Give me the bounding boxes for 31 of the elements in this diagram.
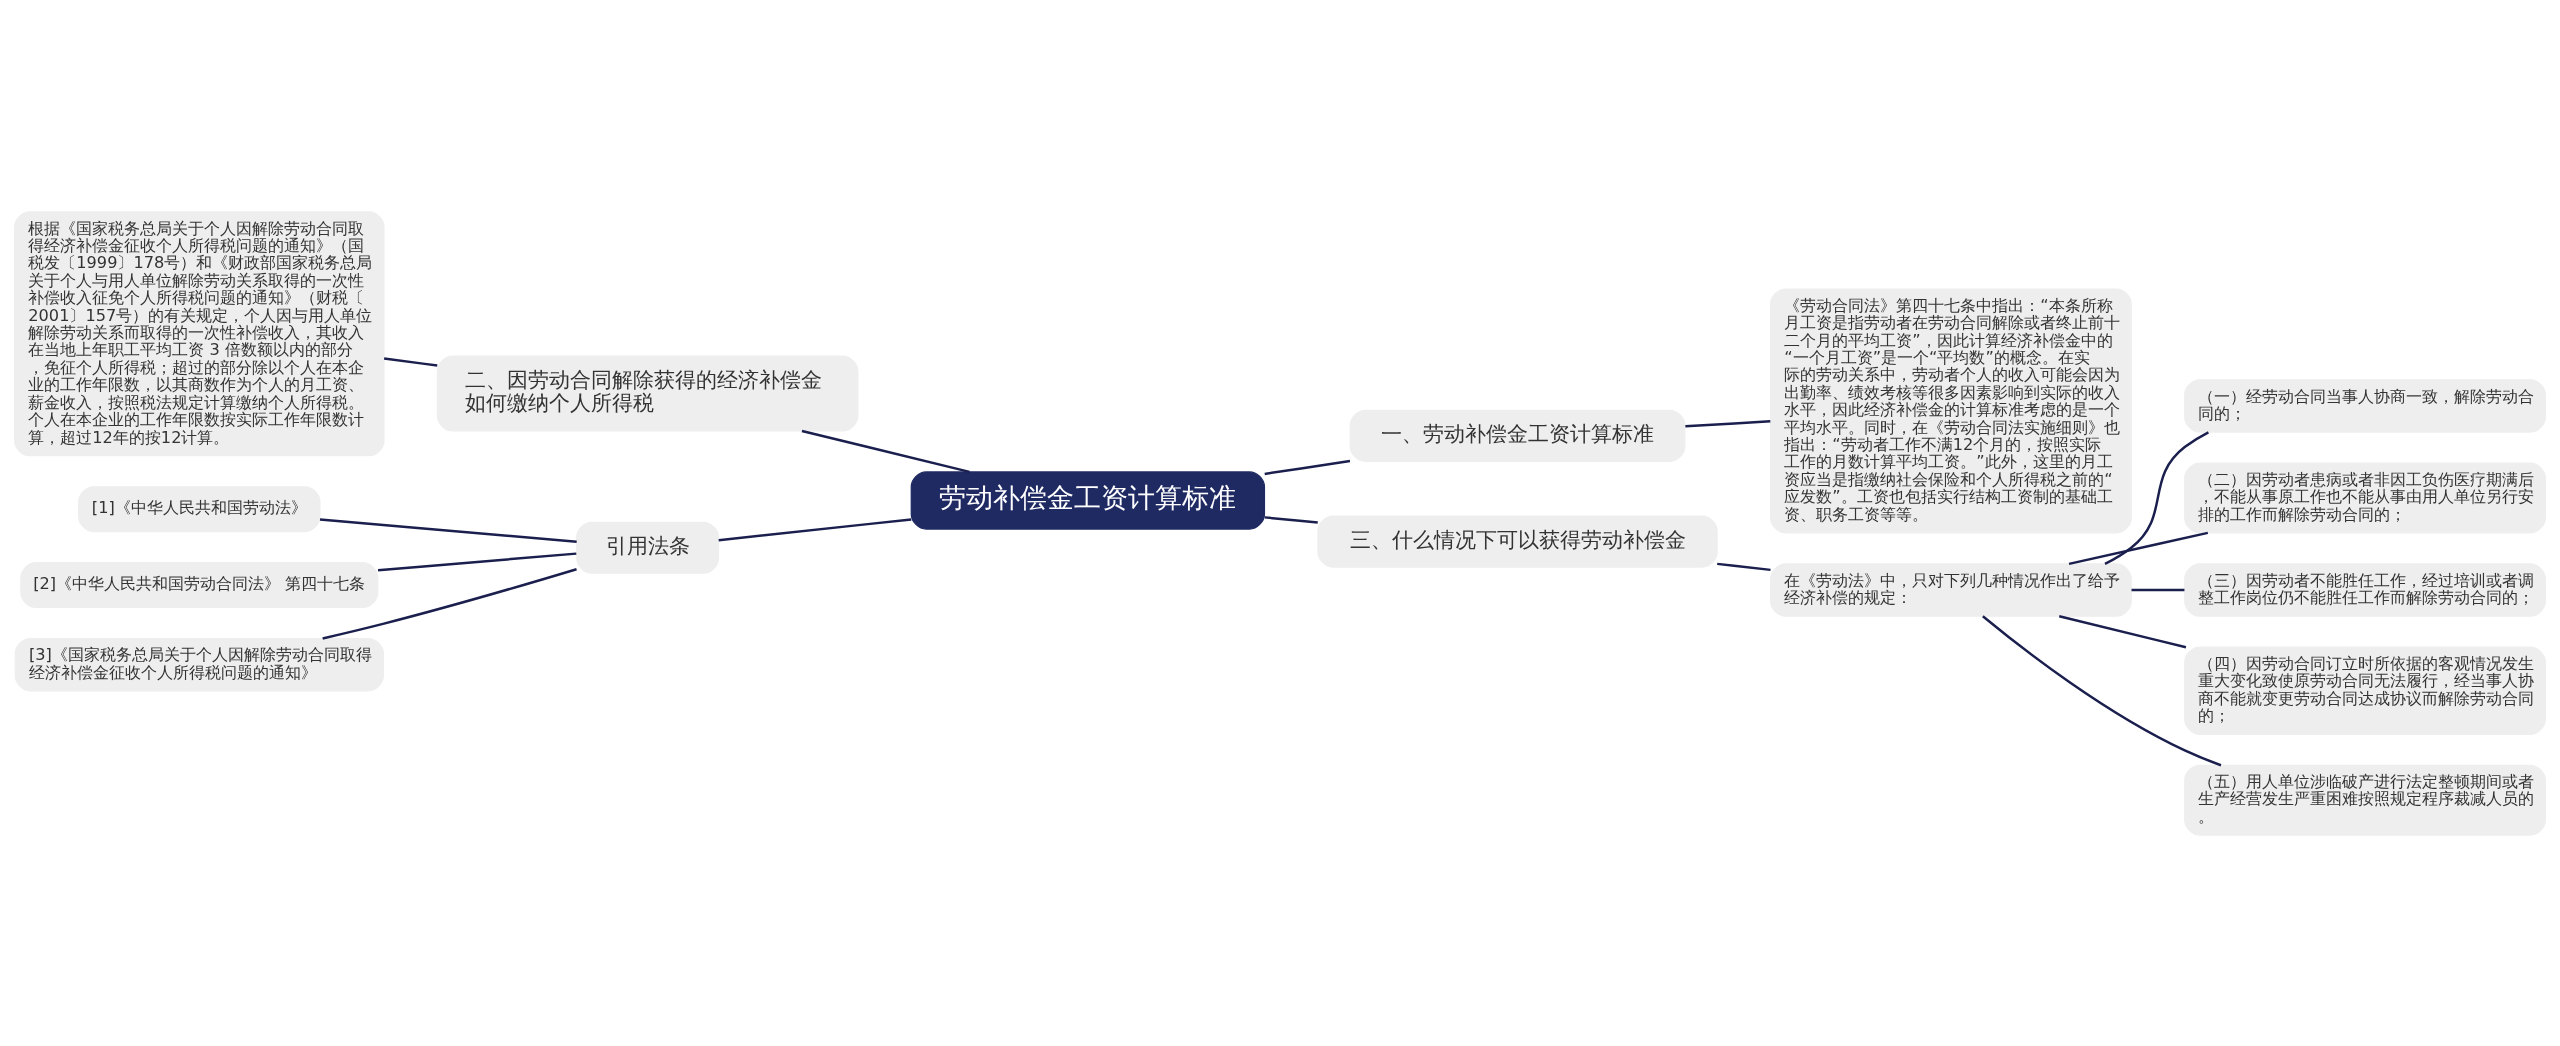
node-box: （四）因劳动合同订立时所依据的客观情况发生重大变化致使原劳动合同无法履行，经当事人协商不能就变更劳动合同达成协议而解除劳动合同的； (2184, 646, 2546, 735)
connector (1717, 562, 1771, 571)
node-box: 二、因劳动合同解除获得的经济补偿金如何缴纳个人所得税 (436, 355, 859, 431)
node-box: [3]《国家税务总局关于个人因解除劳动合同取得经济补偿金征收个人所得税问题的通知》 (14, 637, 384, 691)
connector (1264, 515, 1318, 524)
connector (801, 429, 970, 473)
node-box: [2]《中华人民共和国劳动合同法》 第四十七条 (20, 561, 379, 608)
connector (319, 517, 577, 543)
connector (377, 551, 577, 571)
connector (2068, 531, 2209, 565)
node-box: 在《劳动法》中，只对下列几种情况作出了给予经济补偿的规定： (1770, 562, 2132, 617)
node-box: 根据《国家税务总局关于个人因解除劳动合同取得经济补偿金征收个人所得税问题的通知》（国税发〔1999〕178号）和《财政部国家税务总局关于个人与用人单位解除劳动关系取得的一次性补偿收入征免个人所得税问题的通知》（财税〔2001〕157号）的有关规定，个人因与用人单位解除劳动关系而取得的一次性补偿收入，其收入在当地上年职工平均工资 3 倍数额以内的部分，免征个人所得税；超过的部分除以个人在本企业的工作年限数，以其商数作为个人的月工资、薪金收入，按照税法规定计算缴纳个人所得税。个人在本企业的工作年限数按实际工作年限数计算，超过12年的按12计算。 (14, 210, 385, 456)
connector (1685, 419, 1771, 427)
node-box: 引用法条 (576, 521, 720, 574)
connector (718, 517, 912, 541)
node-box: （二）因劳动者患病或者非因工负伤医疗期满后，不能从事原工作也不能从事由用人单位另行安排的工作而解除劳动合同的； (2184, 462, 2546, 533)
node-box: 一、劳动补偿金工资计算标准 (1349, 409, 1686, 462)
node-box: 《劳动合同法》第四十七条中指出：“本条所称月工资是指劳动者在劳动合同解除或者终止前十二个月的平均工资”，因此计算经济补偿金中的“一个月工资”是一个“平均数”的概念。在实际的劳动关系中，劳动者个人的收入可能会因为出勤率、绩效考核等很多因素影响到实际的收入水平，因此经济补偿金的计算标准考虑的是一个平均水平。同时，在《劳动合同法实施细则》也指出：“劳动者工作不满12个月的，按照实际工作的月数计算平均工资。”此外，这里的月工资应当是指缴纳社会保险和个人所得税之前的“应发数”。工资也包括实行结构工资制的基础工资、职务工资等等。 (1770, 287, 2132, 533)
connector (2131, 588, 2185, 591)
node-box: （一）经劳动合同当事人协商一致，解除劳动合同的； (2184, 378, 2546, 433)
connector (1264, 459, 1351, 475)
connector (322, 567, 577, 640)
connector (1982, 614, 2222, 766)
node-box: （三）因劳动者不能胜任工作，经过培训或者调整工作岗位仍不能胜任工作而解除劳动合同的； (2184, 562, 2546, 617)
connector (2058, 614, 2187, 648)
node-box: （五）用人单位涉临破产进行法定整顿期间或者生产经营发生严重困难按照规定程序裁减人员的。 (2184, 764, 2546, 836)
node-box: 劳动补偿金工资计算标准 (910, 470, 1266, 530)
connector (383, 356, 438, 367)
node-box: [1]《中华人民共和国劳动法》 (78, 485, 321, 532)
node-box: 三、什么情况下可以获得劳动补偿金 (1317, 514, 1718, 568)
connector (2104, 430, 2209, 565)
